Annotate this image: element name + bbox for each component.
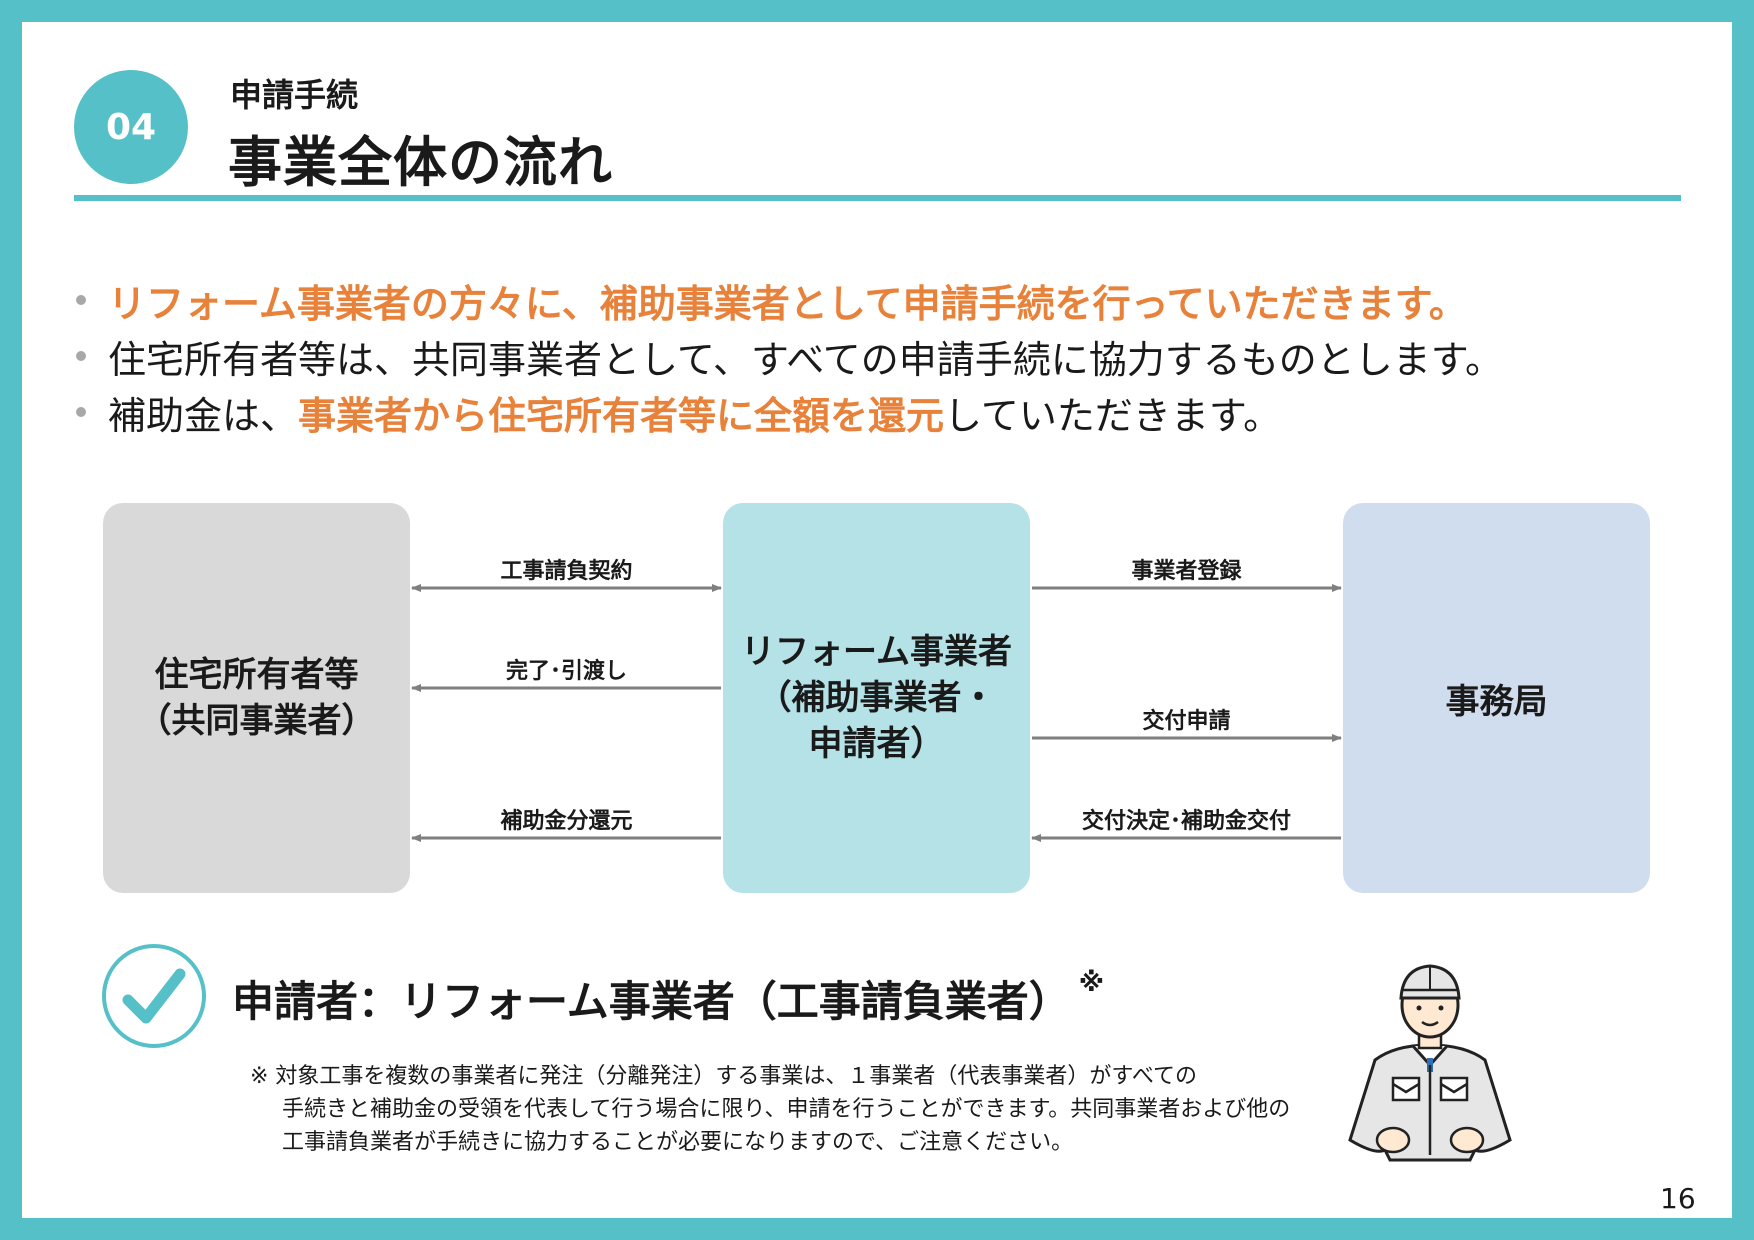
bullet-text: 補助金は、 [108, 393, 299, 438]
bullet-text: 住宅所有者等は、共同事業者として、すべての申請手続に協力するものとします。 [108, 337, 1503, 382]
bullet-text-highlight: リフォーム事業者の方々に、補助事業者として申請手続を行っていただきます。 [108, 281, 1467, 326]
section-number-badge: 04 [74, 70, 188, 184]
node-secretariat-label: 事務局 [1445, 681, 1548, 722]
bullet-item: 住宅所有者等は、共同事業者として、すべての申請手続に協力するものとします。 [74, 328, 1694, 384]
bullet-text: していただきます。 [944, 393, 1282, 438]
bullet-item: 補助金は、事業者から住宅所有者等に全額を還元していただきます。 [74, 384, 1694, 440]
arrow-label-application: 交付申請 [1142, 709, 1231, 734]
title-divider [74, 195, 1681, 201]
note-line: ※ 対象工事を複数の事業者に発注（分離発注）する事業は、１事業者（代表事業者）が… [250, 1064, 1198, 1089]
node-homeowner-label: 住宅所有者等 [154, 655, 359, 695]
bullet-dot-icon [76, 407, 86, 417]
node-homeowner-sublabel: （共同事業者） [137, 701, 376, 741]
node-homeowner: 住宅所有者等 （共同事業者） [103, 503, 410, 893]
node-reform-label: リフォーム事業者 [741, 632, 1012, 672]
applicant-heading: 申請者：リフォーム事業者（工事請負業者）※ [232, 968, 1104, 1029]
note-line: 工事請負業者が手続きに協力することが必要になりますので、ご注意ください。 [282, 1130, 1074, 1155]
node-reform-contractor: リフォーム事業者 （補助事業者・ 申請者） [723, 503, 1030, 893]
node-reform-sublabel-1: （補助事業者・ [757, 678, 996, 718]
arrow-label-handover: 完了･引渡し [505, 659, 627, 684]
note-line: 手続きと補助金の受領を代表して行う場合に限り、申請を行うことができます。共同事業… [282, 1097, 1291, 1122]
bullet-dot-icon [76, 295, 86, 305]
bullet-list: リフォーム事業者の方々に、補助事業者として申請手続を行っていただきます。 住宅所… [74, 272, 1694, 440]
page-number: 16 [1660, 1182, 1696, 1215]
section-label: 申請手続 [230, 76, 359, 114]
arrow-label-refund: 補助金分還元 [500, 809, 633, 834]
page-title: 事業全体の流れ [228, 131, 613, 194]
construction-worker-icon [1348, 964, 1512, 1162]
section-number: 04 [105, 106, 157, 148]
check-icon [102, 944, 206, 1048]
bullet-text-highlight: 事業者から住宅所有者等に全額を還元 [298, 393, 945, 438]
bullet-item: リフォーム事業者の方々に、補助事業者として申請手続を行っていただきます。 [74, 272, 1694, 328]
node-secretariat: 事務局 [1343, 503, 1650, 893]
arrow-label-decision: 交付決定･補助金交付 [1081, 809, 1291, 834]
applicant-note: ※ 対象工事を複数の事業者に発注（分離発注）する事業は、１事業者（代表事業者）が… [250, 1060, 1290, 1159]
applicant-note-mark: ※ [1078, 968, 1105, 998]
arrow-label-contract: 工事請負契約 [500, 559, 633, 584]
arrow-label-registration: 事業者登録 [1131, 559, 1242, 584]
applicant-title: 申請者：リフォーム事業者（工事請負業者） [232, 977, 1071, 1026]
node-reform-sublabel-2: 申請者） [808, 724, 945, 764]
bullet-dot-icon [76, 351, 86, 361]
